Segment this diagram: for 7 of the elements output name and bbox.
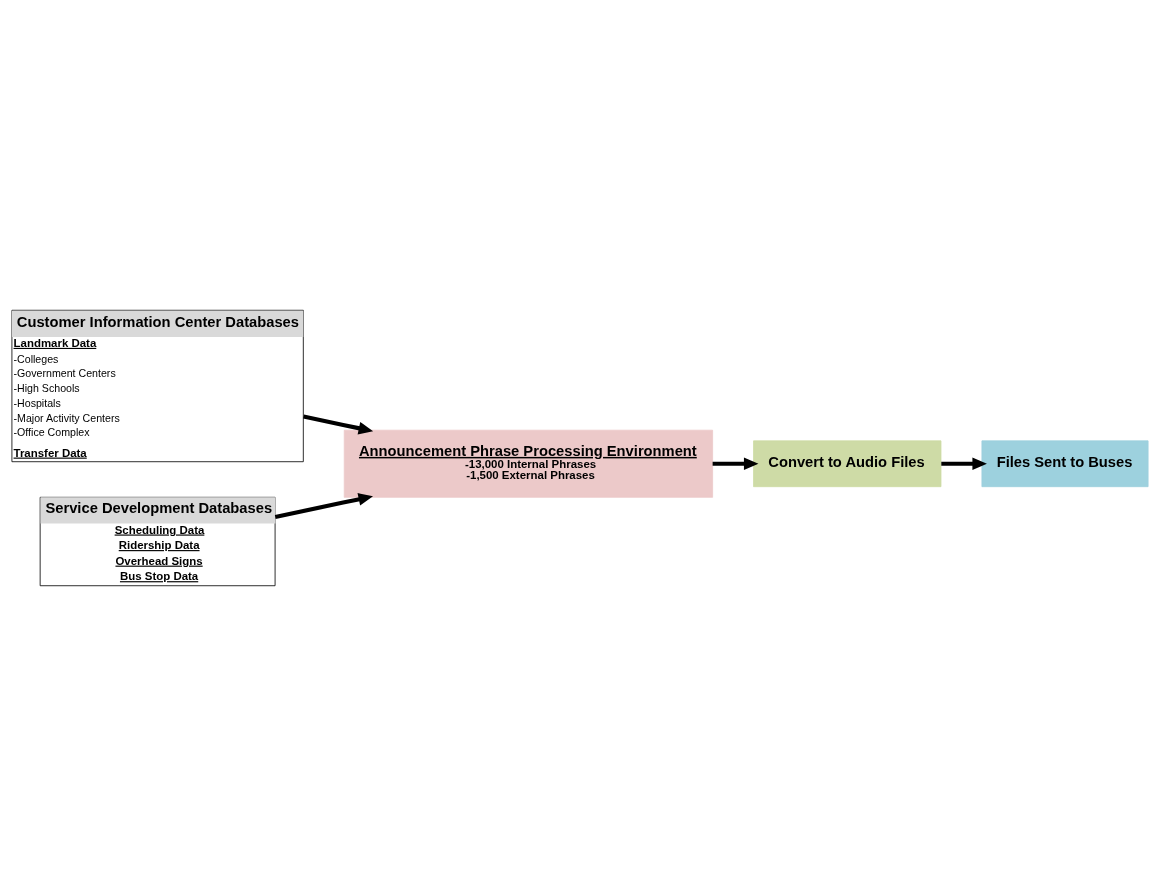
arrow: [712, 456, 759, 470]
node-box: Announcement Phrase Processing Environment -13,000 Internal Phrases -1,500 External Phrases: [343, 429, 713, 498]
arrow: [941, 456, 987, 470]
node-box: Files Sent to Buses: [981, 439, 1149, 487]
arrow: [303, 414, 374, 434]
arrow: [274, 492, 374, 519]
node-box: Convert to Audio Files: [753, 439, 942, 487]
